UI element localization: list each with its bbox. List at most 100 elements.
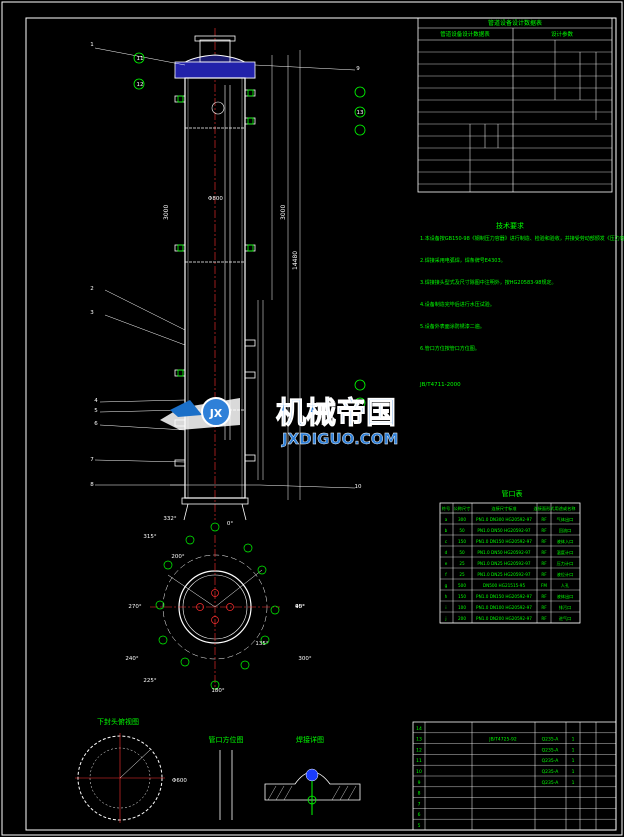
tech-requirement-line: 3.焊接接头型式及尺寸除图中注明外，按HG20583-98规定。: [420, 279, 556, 286]
part-label: 3: [90, 310, 94, 316]
tech-requirement-line: 5.设备外表面涂防锈漆二遍。: [420, 323, 485, 330]
angle-label: 180°: [211, 688, 224, 694]
title-block-cell: Q235-A: [542, 747, 560, 753]
tech-requirements-title: 技术要求: [496, 221, 524, 230]
nozzle-table-cell: FM: [541, 583, 547, 588]
nozzle-table-cell: 500: [458, 583, 466, 588]
nozzle-table-cell: PN1.0 DN50 HG20592-97: [477, 550, 531, 555]
nozzle-table-cell: PN1.0 DN25 HG20592-97: [477, 572, 531, 577]
diameter-dimension: Φ800: [208, 196, 223, 202]
angle-label: 315°: [143, 534, 156, 540]
nozzle-table-cell: PN1.0 DN150 HG20592-97: [476, 539, 532, 544]
part-label: 8: [90, 482, 94, 488]
title-block-cell: Q235-A: [542, 758, 560, 764]
part-label: 14: [357, 401, 364, 407]
nozzle-table-cell: 300: [458, 517, 466, 522]
nozzle-table-cell: 进气口: [559, 615, 572, 622]
nozzle-table-cell: h: [445, 594, 448, 599]
section-dimension-2: 3000: [163, 205, 170, 220]
watermark-logo-gear: [201, 397, 231, 427]
angle-label: 90°: [295, 604, 305, 610]
title-block-cell: 12: [416, 747, 422, 753]
nozzle-table-cell: 200: [458, 616, 466, 621]
nozzle-table-title: 管口表: [502, 489, 523, 498]
nozzle-table-cell: RF: [541, 561, 547, 566]
height-dimension: 14480: [292, 251, 299, 270]
angle-label: 270°: [128, 604, 141, 610]
title-block-cell: 10: [416, 769, 422, 775]
angle-label: 225°: [143, 678, 156, 684]
inner-frame: [25, 17, 617, 831]
nozzle-table-cell: PN1.0 DN300 HG20592-97: [476, 517, 532, 522]
tech-last-line: JB/T4711-2000: [419, 382, 461, 388]
nozzle-table-cell: 100: [458, 605, 466, 610]
nozzle-marker-circle: [155, 600, 165, 610]
part-label: 13: [357, 110, 364, 116]
nozzle-table-cell: a: [445, 517, 448, 522]
bottom-view-title: 下封头俯视图: [97, 717, 139, 726]
nozzle-table-cell: f: [445, 572, 447, 577]
title-block-cell: 1: [572, 769, 575, 775]
nozzle-table-cell: RF: [541, 550, 547, 555]
nozzle-marker-circle: [163, 560, 173, 570]
title-block-cell: Q235-A: [542, 769, 560, 775]
design-table-header-left: 管道设备设计数据表: [440, 30, 490, 38]
nozzle-table-cell: e: [445, 561, 448, 566]
tech-requirements: 技术要求 1.本设备按GB150-98《钢制压力容器》进行制造、检验和验收，并接…: [419, 221, 624, 388]
design-table-header-right: 设计参数: [551, 30, 574, 38]
angle-label: 300°: [298, 656, 311, 662]
tech-requirement-line: 2.焊接采用电弧焊，焊条牌号E4303。: [420, 257, 506, 264]
nozzle-marker-circle: [158, 635, 168, 645]
nozzle-table-cell: j: [444, 616, 446, 621]
nozzle-table-header: 连接尺寸标准: [491, 505, 516, 512]
bolt-circle-dimension: Φ600: [172, 778, 187, 784]
inner-nozzle-marker: [211, 616, 219, 624]
angle-label: 135°: [255, 641, 268, 647]
nozzle-marker-circle: [240, 660, 250, 670]
nozzle-marker-circle: [210, 680, 220, 690]
title-block-cell: 11: [416, 758, 422, 764]
nozzle-detail-view: 管口方位图: [209, 735, 244, 820]
nozzle-table-cell: b: [445, 528, 448, 533]
nozzle-table-cell: 排污口: [559, 604, 572, 611]
nozzle-table-cell: 25: [459, 572, 465, 577]
nozzle-marker-circle: [210, 522, 220, 532]
nozzle-table-header: 符号: [442, 505, 450, 512]
nozzle-table-cell: 50: [459, 528, 465, 533]
title-block-cell: 7: [418, 801, 421, 807]
nozzle-table-cell: PN1.0 DN25 HG20592-97: [477, 561, 531, 566]
nozzle-marker-circle: [257, 565, 267, 575]
watermark-main: 机械帝国: [276, 396, 396, 431]
part-label: 2: [90, 286, 94, 292]
part-label: 10: [355, 484, 362, 490]
title-block-cell: Q235-A: [542, 737, 560, 743]
nozzle-table-cell: PN1.0 DN100 HG20592-97: [476, 605, 532, 610]
angle-label: 200°: [171, 554, 184, 560]
part-label: 9: [356, 66, 360, 72]
part-label: 5: [94, 408, 98, 414]
part-label: 7: [90, 457, 94, 463]
section-dimension-1: 3000: [280, 205, 287, 220]
nozzle-table-header: 连接面形式: [534, 505, 556, 512]
tech-requirement-line: 1.本设备按GB150-98《钢制压力容器》进行制造、检验和验收，并接受劳动部颁…: [420, 235, 624, 242]
nozzle-table-cell: g: [445, 583, 448, 588]
nozzle-table-cell: 液体入口: [557, 538, 574, 545]
nozzle-table-cell: RF: [541, 517, 547, 522]
angle-label: 332°: [163, 516, 176, 522]
part-label: 12: [137, 82, 144, 88]
title-block-cell: 5: [418, 823, 421, 829]
nozzle-table-cell: 人孔: [561, 582, 570, 589]
nozzle-table-cell: 25: [459, 561, 465, 566]
nozzle-table-cell: 液位计口: [557, 571, 574, 578]
inner-nozzle-marker: [196, 603, 204, 611]
angle-labels: 0°45°90°135°180°225°270°315°332°200°240°…: [125, 516, 311, 694]
part-label: 4: [94, 398, 98, 404]
title-block-cell: 9: [418, 780, 421, 786]
nozzle-marker-circle: [185, 535, 195, 545]
nozzle-marker-circle: [260, 635, 270, 645]
